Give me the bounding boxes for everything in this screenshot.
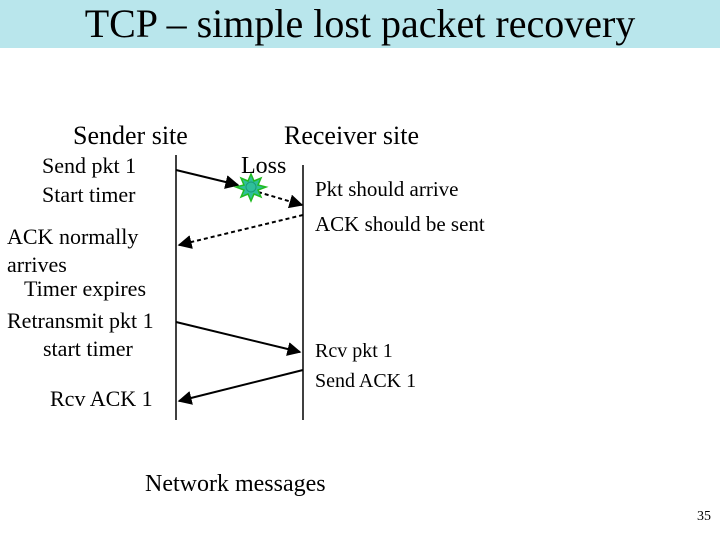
- send-ack1-note: Send ACK 1: [315, 370, 417, 392]
- timer-expires-note: Timer expires: [24, 276, 147, 301]
- ack1-arrow: [177, 369, 304, 405]
- page-number: 35: [697, 509, 711, 524]
- retransmit-pkt1-arrow: [175, 321, 302, 356]
- network-messages-caption: Network messages: [145, 471, 326, 497]
- arrives-note: arrives: [7, 252, 67, 277]
- ack-should-be-sent-note: ACK should be sent: [315, 212, 485, 236]
- receiver-site-heading: Receiver site: [284, 121, 419, 150]
- pkt-should-arrive-note: Pkt should arrive: [315, 177, 459, 201]
- title-bar: [0, 0, 720, 48]
- ack-dashed-arrow: [177, 214, 304, 249]
- rcv-ack1-note: Rcv ACK 1: [50, 386, 153, 411]
- loss-label: Loss: [241, 153, 287, 179]
- loss-burst-icon: [233, 172, 269, 203]
- ack-normally-note: ACK normally: [7, 224, 139, 249]
- slide-title: TCP – simple lost packet recovery: [84, 1, 636, 46]
- start-timer-note-2: start timer: [43, 336, 133, 361]
- retransmit-pkt1-note: Retransmit pkt 1: [7, 308, 154, 333]
- pkt1-dashed-continuation: [257, 191, 304, 209]
- pkt1-arrow-to-loss: [175, 169, 240, 189]
- rcv-pkt1-note: Rcv pkt 1: [315, 340, 393, 362]
- sender-site-heading: Sender site: [73, 121, 188, 150]
- send-pkt1-note: Send pkt 1: [42, 153, 137, 178]
- start-timer-note: Start timer: [42, 182, 136, 207]
